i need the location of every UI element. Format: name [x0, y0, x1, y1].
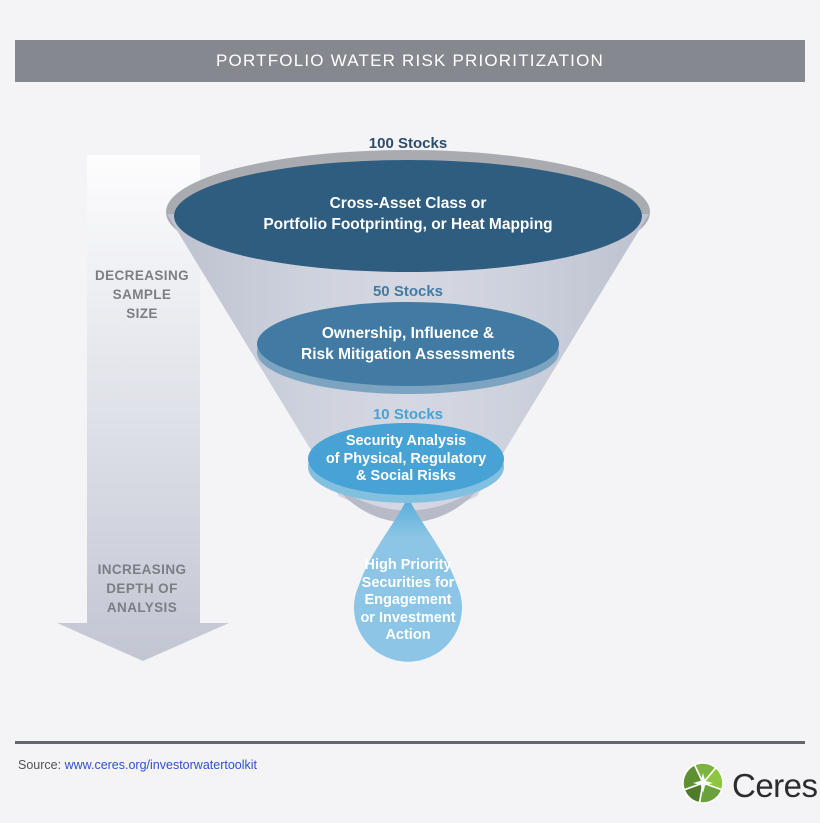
ceres-wordmark: Ceres	[732, 766, 818, 804]
stage3-ellipse	[308, 423, 504, 495]
source-label: Source:	[18, 758, 62, 772]
page-title: PORTFOLIO WATER RISK PRIORITIZATION	[215, 51, 604, 70]
ceres-logo-icon	[681, 761, 725, 810]
stage1-count-label: 100 Stocks	[368, 135, 448, 152]
stage3-count-label: 10 Stocks	[372, 406, 444, 423]
stage2-ellipse	[257, 302, 559, 386]
decreasing-sample-size-label: DECREASING SAMPLE SIZE	[94, 268, 189, 321]
source-link[interactable]: www.ceres.org/investorwatertoolkit	[64, 758, 258, 772]
source-line: Source: www.ceres.org/investorwatertoolk…	[18, 758, 257, 772]
title-bar: PORTFOLIO WATER RISK PRIORITIZATION	[15, 40, 805, 82]
increasing-depth-label: INCREASING DEPTH OF ANALYSIS	[97, 562, 187, 615]
droplet-description: High Priority Securities for Engagement …	[360, 557, 456, 644]
ceres-brand: Ceres	[681, 761, 818, 810]
stage3-description: Security Analysis of Physical, Regulator…	[325, 433, 487, 484]
stage2-count-label: 50 Stocks	[372, 283, 444, 300]
footer-divider	[15, 741, 805, 744]
droplet-shape	[354, 496, 462, 662]
stage1-description: Cross-Asset Class or Portfolio Footprint…	[263, 195, 553, 233]
funnel-neck-lip	[336, 487, 480, 523]
stage1-ellipse	[174, 160, 642, 272]
stage2-description: Ownership, Influence & Risk Mitigation A…	[301, 325, 515, 363]
decreasing-depth-arrow-shape	[57, 155, 229, 661]
